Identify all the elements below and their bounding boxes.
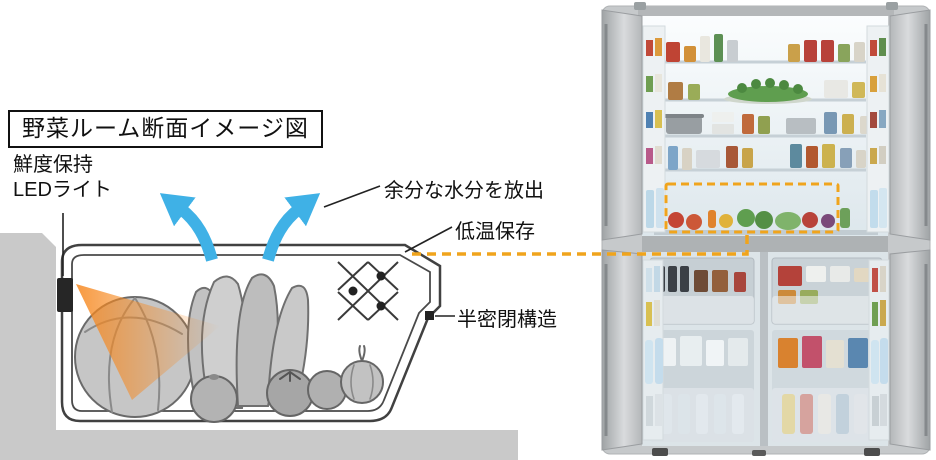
connector-dashed-line <box>412 233 749 256</box>
low-temp-leader-line <box>404 226 453 253</box>
floor-backdrop <box>0 233 518 460</box>
freezer-drawer-upper-left <box>649 257 755 325</box>
food-items-shelf-2 <box>668 78 865 104</box>
right-airflow-arrow <box>262 193 321 262</box>
left-airflow-arrow <box>159 193 218 262</box>
airflow-arrows <box>159 193 321 262</box>
fridge-feet <box>652 448 880 456</box>
semi-sealed-structure-label: 半密閉構造 <box>457 309 557 331</box>
food-items-shelf-1 <box>666 34 865 62</box>
vegetable-room-contents <box>668 208 850 230</box>
fridge-open-doors <box>601 9 931 451</box>
right-door-bins-bottom <box>868 259 890 441</box>
left-door-bins-bottom <box>642 259 664 441</box>
food-items-shelf-3 <box>664 112 870 134</box>
left-door-bins <box>642 25 666 233</box>
led-light <box>57 278 73 312</box>
freezer-drawer-upper-right <box>771 257 883 325</box>
food-items-shelf-4 <box>668 144 866 170</box>
leader-lines <box>62 185 455 317</box>
led-label-line1: 鮮度保持 <box>13 154 93 176</box>
diagram-title: 野菜ルーム断面イメージ図 <box>8 110 323 148</box>
led-label-line2: LEDライト <box>13 179 112 201</box>
refrigerator-photo <box>601 2 931 456</box>
freezer-drawer-lower-right <box>772 330 882 442</box>
led-light-beam <box>76 284 220 400</box>
fridge-center-divider <box>642 236 888 252</box>
vegetable-room-highlight <box>664 182 840 234</box>
moisture-release-label: 余分な水分を放出 <box>384 180 544 202</box>
freezer-drawer-lower-left <box>650 330 754 442</box>
moisture-leader-line <box>323 185 381 208</box>
semi-sealed-point <box>425 311 434 320</box>
right-door-bins <box>866 25 890 233</box>
led-light-label: 鮮度保持 LEDライト <box>13 153 112 203</box>
cold-vent-crosshatch-icon <box>337 261 399 321</box>
low-temperature-label: 低温保存 <box>455 221 535 243</box>
